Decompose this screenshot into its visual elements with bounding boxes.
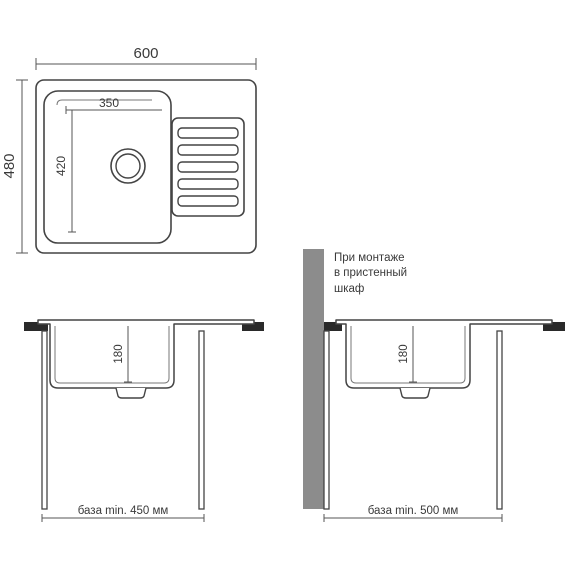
drain-groove-3 [177,161,239,173]
height-label: 480 [1,153,18,178]
countertop-front-edge [543,322,565,331]
wall [303,249,324,509]
sink-inner-profile-right [350,326,466,384]
sink-inner-profile [54,326,170,384]
left-depth-label: 180 [113,344,125,363]
bowl-width-dimension [65,106,162,114]
cabinet-wall-back [323,330,330,510]
width-label: 600 [133,45,158,62]
drain-groove-2 [177,144,239,156]
bowl-inner-line [56,99,152,106]
width-dimension [35,58,257,70]
height-dimension [16,79,28,254]
right-base-label: база min. 500 мм [368,505,459,517]
sink-profile-right [335,319,553,389]
top-view: 600 480 350 420 [1,45,257,254]
drain-groove-4 [177,178,239,190]
countertop-wall-edge [324,322,342,331]
install-note-line-3: шкаф [334,283,364,295]
drain-groove-1 [177,127,239,139]
left-base-dimension [41,514,205,522]
drain-outlet-right [399,387,431,399]
right-base-dimension [323,514,503,522]
bowl-depth-label: 420 [54,156,68,176]
install-note-line-2: в пристенный [334,267,407,279]
cabinet-wall-right [198,330,205,510]
drain-inner [115,153,141,179]
drain-outlet [115,387,147,399]
sink-profile [37,319,255,389]
bowl-width-label: 350 [99,96,119,110]
bowl-depth-dimension [68,110,76,233]
bowl-outline [43,90,172,244]
left-depth-dimension [124,326,132,383]
left-base-label: база min. 450 мм [78,505,169,517]
side-view-left: 180 база min. 450 мм [24,319,264,522]
cabinet-wall-left [41,330,48,510]
cabinet-wall-front [496,330,503,510]
right-depth-dimension [409,326,417,383]
install-note-line-1: При монтаже [334,252,405,264]
side-view-right: 180 база min. 500 мм При монтаже в прист… [303,249,565,522]
right-depth-label: 180 [398,344,410,363]
countertop-right-edge [242,322,264,331]
drain-groove-5 [177,195,239,207]
countertop-left-edge [24,322,48,331]
